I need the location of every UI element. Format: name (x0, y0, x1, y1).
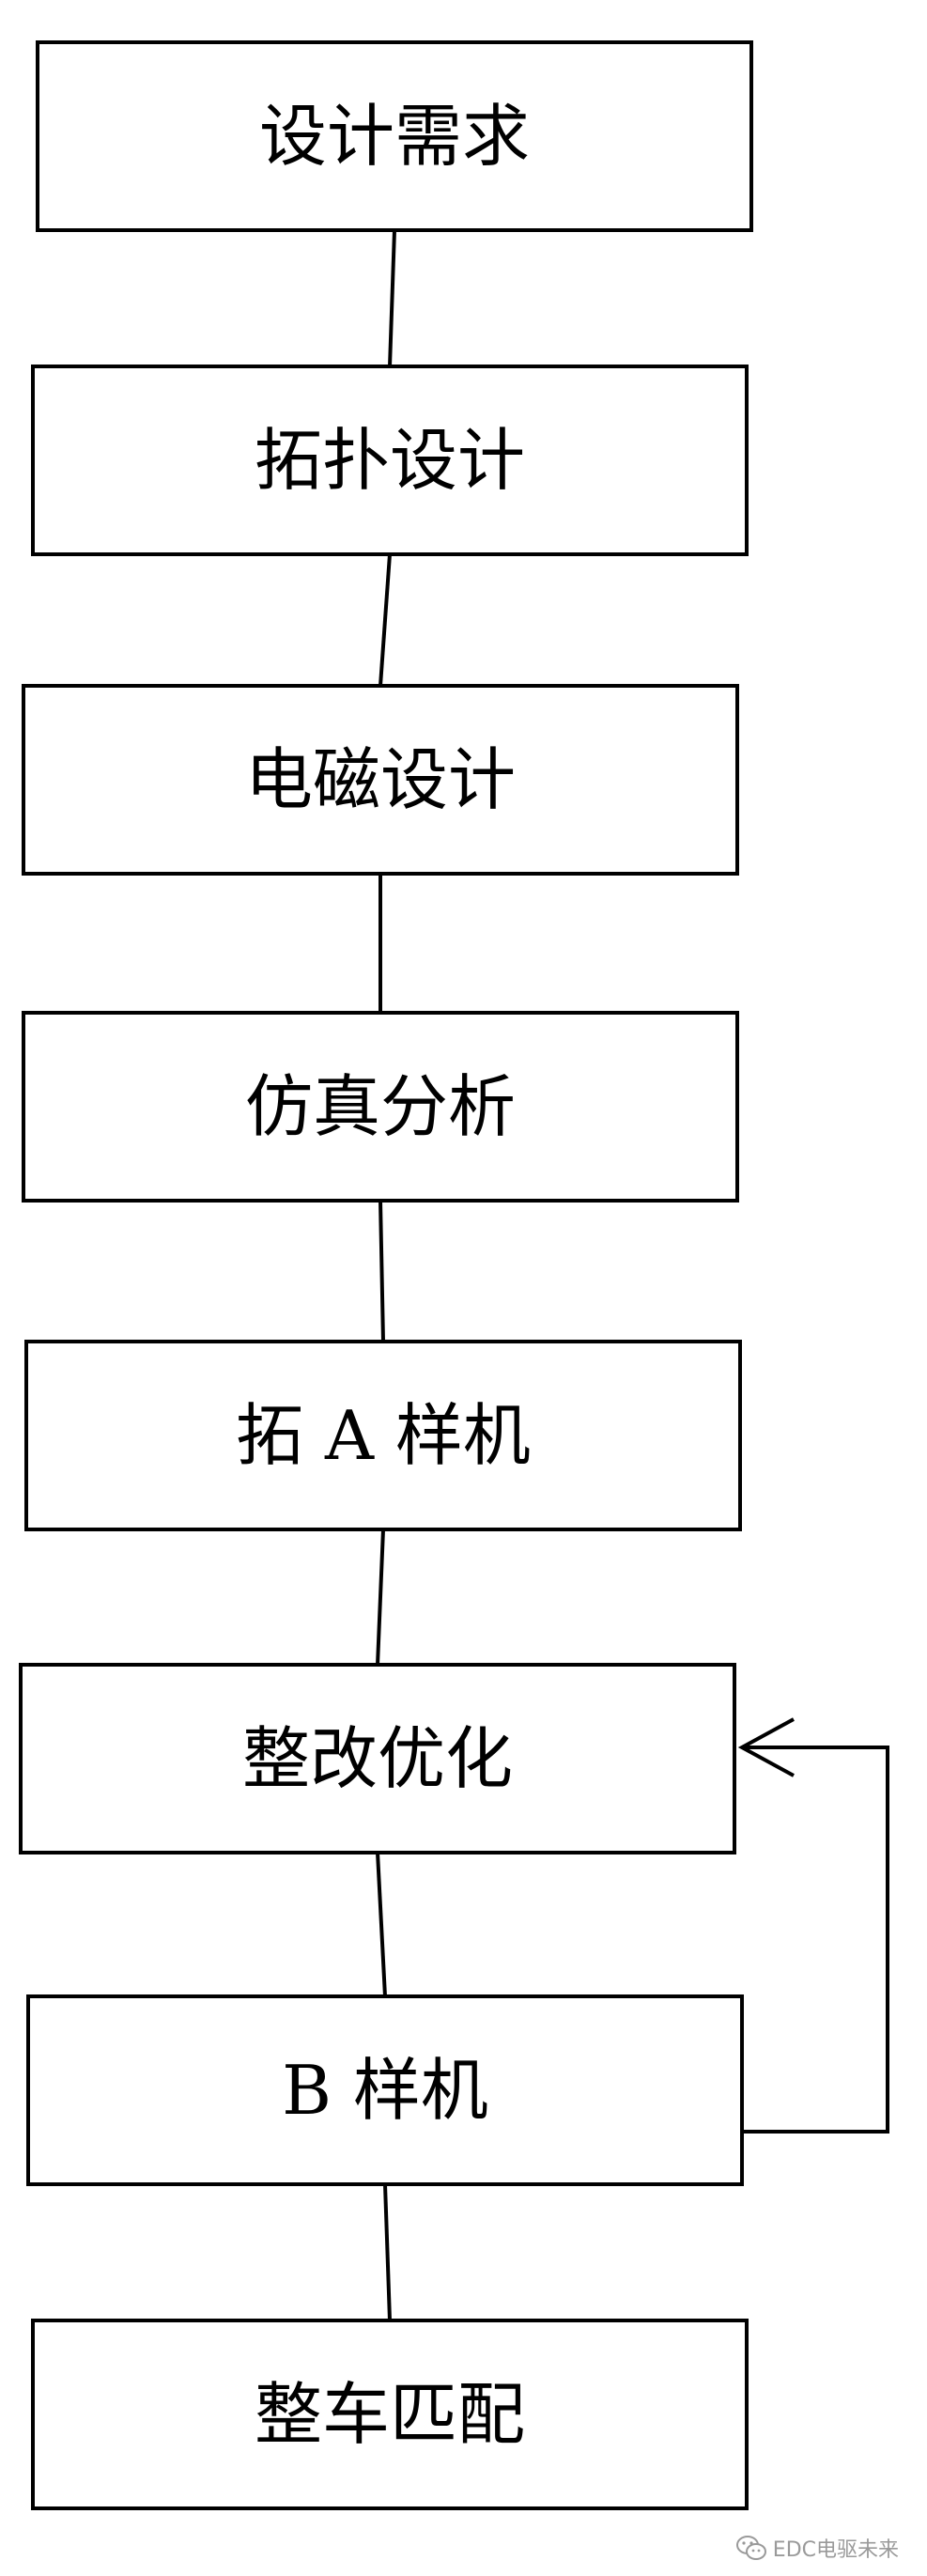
flow-node-box (31, 2319, 749, 2510)
flow-node-label: 电磁设计 (245, 740, 516, 819)
flow-node-box (22, 1011, 739, 1203)
flow-node-box (24, 1340, 742, 1531)
connector-6 (376, 1852, 387, 1997)
flow-node-label: 仿真分析 (245, 1067, 516, 1146)
flow-node-7: B 样机 (26, 1994, 744, 2186)
flow-node-box (31, 365, 749, 556)
flow-node-label: 整车匹配 (255, 2375, 525, 2454)
flow-node-label: 拓扑设计 (255, 421, 525, 500)
connector-7 (383, 2183, 392, 2321)
connector-5 (376, 1529, 385, 1666)
flow-node-label: B 样机 (282, 2051, 488, 2130)
feedback-connector (742, 1746, 889, 2134)
edges-layer (376, 229, 889, 2321)
flow-node-box (22, 684, 739, 876)
flow-node-2: 拓扑设计 (31, 365, 749, 556)
flow-node-box (26, 1994, 744, 2186)
connector-2 (379, 553, 392, 687)
watermark: EDC电驱未来 (735, 2533, 899, 2563)
flow-node-5: 拓 A 样机 (24, 1340, 742, 1531)
flow-node-4: 仿真分析 (22, 1011, 739, 1203)
flow-node-label: 拓 A 样机 (236, 1396, 531, 1475)
flow-node-1: 设计需求 (36, 40, 753, 232)
feedback-arrowhead (737, 1717, 795, 1777)
flow-node-8: 整车匹配 (31, 2319, 749, 2510)
connector-4 (379, 1200, 385, 1342)
flow-node-3: 电磁设计 (22, 684, 739, 876)
flow-node-box (36, 40, 753, 232)
watermark-text: EDC电驱未来 (772, 2538, 899, 2562)
wechat-icon (735, 2536, 766, 2560)
flow-node-6: 整改优化 (19, 1663, 736, 1854)
flow-node-label: 整改优化 (242, 1719, 513, 1798)
flow-node-label: 设计需求 (259, 97, 530, 176)
flow-node-box (19, 1663, 736, 1854)
connector-1 (388, 229, 396, 367)
